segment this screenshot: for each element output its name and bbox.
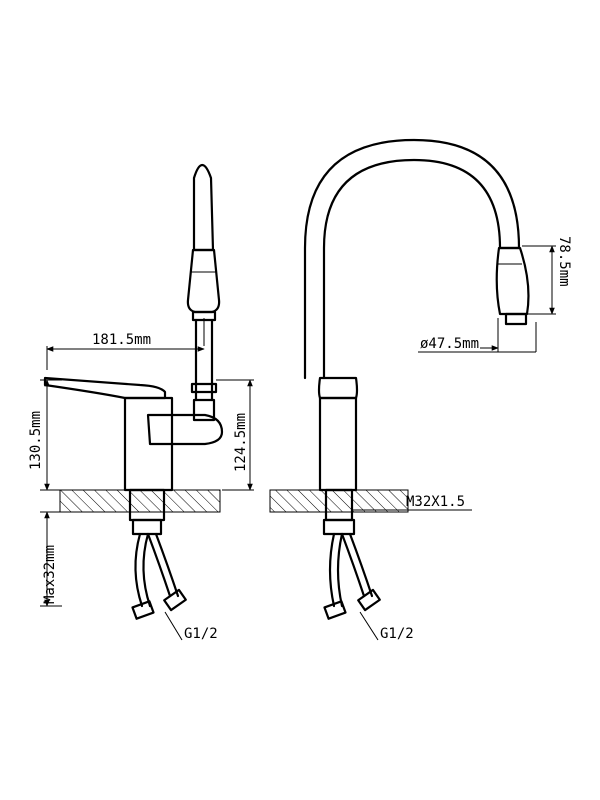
- front-spray-head: [495, 246, 530, 316]
- front-gooseneck: [303, 138, 521, 380]
- head-length-dimension-label: 78.5mm: [556, 236, 572, 287]
- inlet-label-left: G1/2: [184, 626, 218, 642]
- side-lever-handle: [43, 376, 167, 400]
- max-deck-dimension-label: Max32mm: [42, 545, 58, 604]
- front-body-top: [317, 376, 359, 400]
- side-body: [123, 396, 224, 492]
- head-diameter-dimension-label: ø47.5mm: [420, 336, 479, 352]
- thread-label: M32X1.5: [406, 494, 465, 510]
- countertop-left: [59, 489, 221, 513]
- side-hose-left: [134, 532, 144, 608]
- body-height-dimension-label: 130.5mm: [28, 411, 44, 470]
- countertop-right: [269, 489, 409, 513]
- spout-height-dimension-label: 124.5mm: [233, 413, 249, 472]
- front-hose-right: [340, 532, 366, 598]
- width-dimension-label: 181.5mm: [92, 332, 151, 348]
- side-view: 181.5mm 130.5mm 124.5mm Max32mm G1/2: [28, 163, 254, 642]
- side-nozzle: [186, 248, 221, 314]
- front-view: M32X1.5 78.5mm ø47.5mm G1/2: [269, 138, 572, 642]
- front-hose-left: [328, 532, 336, 608]
- side-spout-tube: [192, 163, 215, 252]
- side-hose-right: [146, 532, 172, 598]
- inlet-label-right: G1/2: [380, 626, 414, 642]
- front-body: [318, 396, 358, 492]
